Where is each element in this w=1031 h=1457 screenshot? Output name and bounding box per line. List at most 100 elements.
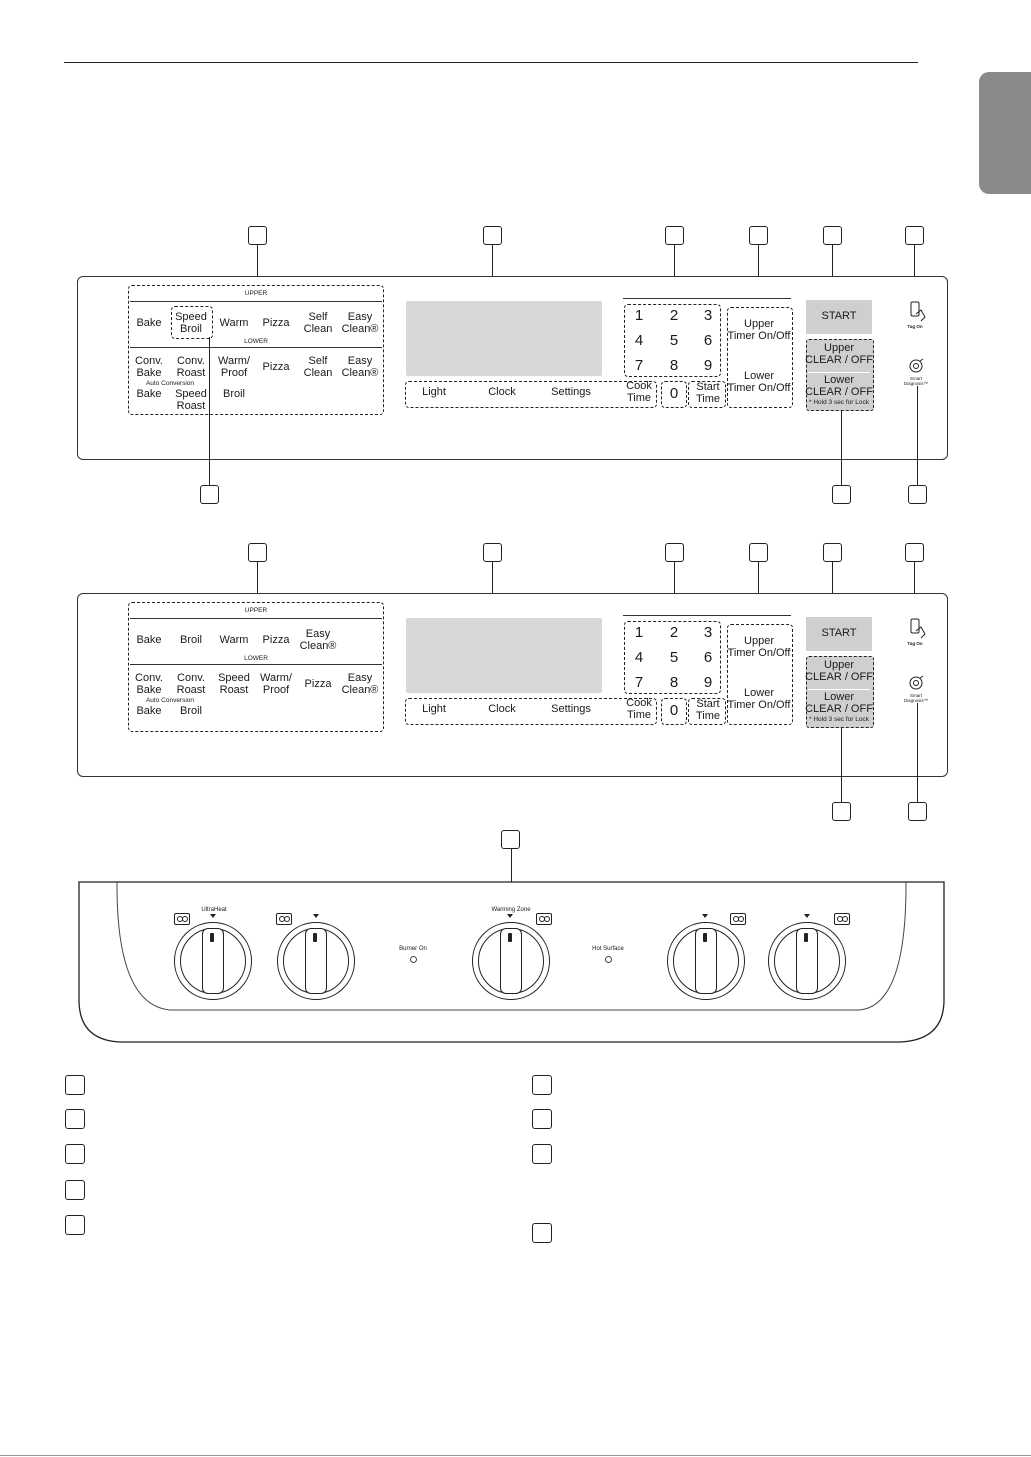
upper-clear-off-button[interactable]: Upper CLEAR / OFF (805, 342, 873, 366)
divider (623, 298, 791, 299)
lower-mode-button[interactable]: Easy Clean® (341, 672, 379, 696)
lower-mode-button[interactable]: Bake (136, 705, 162, 717)
lower-mode-button[interactable]: Conv. Roast (176, 672, 206, 696)
lower-mode-button[interactable]: Self Clean (303, 355, 333, 379)
upper-mode-button[interactable]: Self Clean (303, 311, 333, 335)
function-button[interactable]: Clock (488, 703, 516, 715)
keypad-3-button[interactable]: 3 (703, 307, 713, 324)
burner-on-label: Burner On (399, 946, 427, 952)
speed-broil-highlight (171, 306, 213, 339)
keypad-2-button[interactable]: 2 (669, 624, 679, 641)
function-button[interactable]: Light (422, 703, 446, 715)
upper-mode-button[interactable]: Easy Clean® (341, 311, 379, 335)
keypad-5-button[interactable]: 5 (669, 332, 679, 349)
smart-diagnosis-icon[interactable] (908, 675, 924, 691)
keypad-6-button[interactable]: 6 (703, 649, 713, 666)
lower-mode-button[interactable]: Conv. Bake (135, 355, 163, 379)
lower-mode-button[interactable]: Speed Roast (218, 672, 250, 696)
keypad-1-button[interactable]: 1 (634, 307, 644, 324)
warming-zone-arrow-icon (507, 914, 513, 918)
lower-clear-off-button[interactable]: Lower CLEAR / OFF (805, 374, 873, 398)
lower-timer-button[interactable]: Lower Timer On/Off (727, 370, 791, 394)
keypad-0-button[interactable]: 0 (669, 702, 679, 719)
lower-mode-button[interactable]: Conv. Roast (176, 355, 206, 379)
function-button[interactable]: Light (422, 386, 446, 398)
lower-mode-button[interactable]: Pizza (304, 678, 332, 690)
knob-grip (796, 928, 818, 994)
upper-mode-button[interactable]: Pizza (262, 317, 290, 329)
knob-arrow-icon (313, 914, 319, 918)
keypad-4-button[interactable]: 4 (634, 649, 644, 666)
knob-left-front[interactable] (174, 922, 252, 1000)
lower-mode-button[interactable]: Conv. Bake (135, 672, 163, 696)
callout-knobs (501, 830, 520, 849)
keypad-7-button[interactable]: 7 (634, 674, 644, 691)
lower-mode-button[interactable]: Warm/ Proof (260, 672, 292, 696)
function-button[interactable]: Cook Time (626, 697, 652, 721)
start-button[interactable]: START (821, 310, 857, 322)
legend-square-5 (65, 1215, 85, 1235)
callout-line (209, 337, 211, 485)
upper-mode-button[interactable]: Bake (136, 634, 162, 646)
upper-clear-off-button[interactable]: Upper CLEAR / OFF (805, 659, 873, 683)
function-button[interactable]: Settings (551, 386, 591, 398)
burner-position-icon (730, 913, 746, 925)
keypad-group (624, 621, 721, 694)
burner-position-icon (174, 913, 190, 925)
tag-on-icon[interactable] (909, 618, 927, 640)
keypad-1-button[interactable]: 1 (634, 624, 644, 641)
keypad-6-button[interactable]: 6 (703, 332, 713, 349)
callout-clear-off (832, 485, 851, 504)
keypad-7-button[interactable]: 7 (634, 357, 644, 374)
lower-mode-button[interactable]: Pizza (262, 361, 290, 373)
keypad-3-button[interactable]: 3 (703, 624, 713, 641)
lower-mode-button[interactable]: Easy Clean® (341, 355, 379, 379)
upper-header: UPPER (244, 607, 268, 614)
function-button[interactable]: Settings (551, 703, 591, 715)
keypad-2-button[interactable]: 2 (669, 307, 679, 324)
upper-mode-button[interactable]: Bake (136, 317, 162, 329)
callout-line (841, 727, 843, 803)
function-button[interactable]: Cook Time (626, 380, 652, 404)
upper-timer-button[interactable]: Upper Timer On/Off (727, 635, 791, 659)
keypad-8-button[interactable]: 8 (669, 357, 679, 374)
tag-on-icon[interactable] (909, 301, 927, 323)
divider (130, 347, 382, 348)
lower-clear-off-button[interactable]: Lower CLEAR / OFF (805, 691, 873, 715)
callout-line (832, 244, 834, 298)
smart-diagnosis-icon[interactable] (908, 358, 924, 374)
knob-warming-zone[interactable] (472, 922, 550, 1000)
lower-timer-button[interactable]: Lower Timer On/Off (727, 687, 791, 711)
lower-mode-button[interactable]: Bake (136, 388, 162, 400)
hold-lock-note: * Hold 3 sec for Lock (809, 716, 869, 723)
lower-mode-button[interactable]: Broil (222, 388, 246, 400)
knob-right-rear[interactable] (667, 922, 745, 1000)
function-button[interactable]: Clock (488, 386, 516, 398)
upper-mode-button[interactable]: Broil (179, 634, 203, 646)
upper-mode-button[interactable]: Pizza (262, 634, 290, 646)
divider (808, 372, 870, 373)
upper-timer-button[interactable]: Upper Timer On/Off (727, 318, 791, 342)
start-button[interactable]: START (821, 627, 857, 639)
keypad-0-button[interactable]: 0 (669, 385, 679, 402)
upper-mode-button[interactable]: Easy Clean® (299, 628, 337, 652)
lower-mode-button[interactable]: Broil (179, 705, 203, 717)
lower-mode-button[interactable]: Warm/ Proof (218, 355, 250, 379)
knob-left-rear[interactable] (277, 922, 355, 1000)
keypad-9-button[interactable]: 9 (703, 357, 713, 374)
ultraheat-label: UltraHeat (201, 907, 227, 913)
lower-mode-button[interactable]: Speed Roast (175, 388, 207, 412)
callout-line (832, 561, 834, 615)
keypad-4-button[interactable]: 4 (634, 332, 644, 349)
callout-smart-diagnosis (908, 802, 927, 821)
start-time-button[interactable]: Start Time (695, 381, 721, 405)
smart-diagnosis-label: Smart Diagnosis™ (903, 693, 929, 703)
keypad-5-button[interactable]: 5 (669, 649, 679, 666)
keypad-9-button[interactable]: 9 (703, 674, 713, 691)
upper-mode-button[interactable]: Warm (219, 317, 249, 329)
keypad-8-button[interactable]: 8 (669, 674, 679, 691)
upper-mode-button[interactable]: Warm (219, 634, 249, 646)
knob-right-front[interactable] (768, 922, 846, 1000)
upper-mode-button[interactable]: Speed Broil (175, 311, 207, 335)
start-time-button[interactable]: Start Time (695, 698, 721, 722)
